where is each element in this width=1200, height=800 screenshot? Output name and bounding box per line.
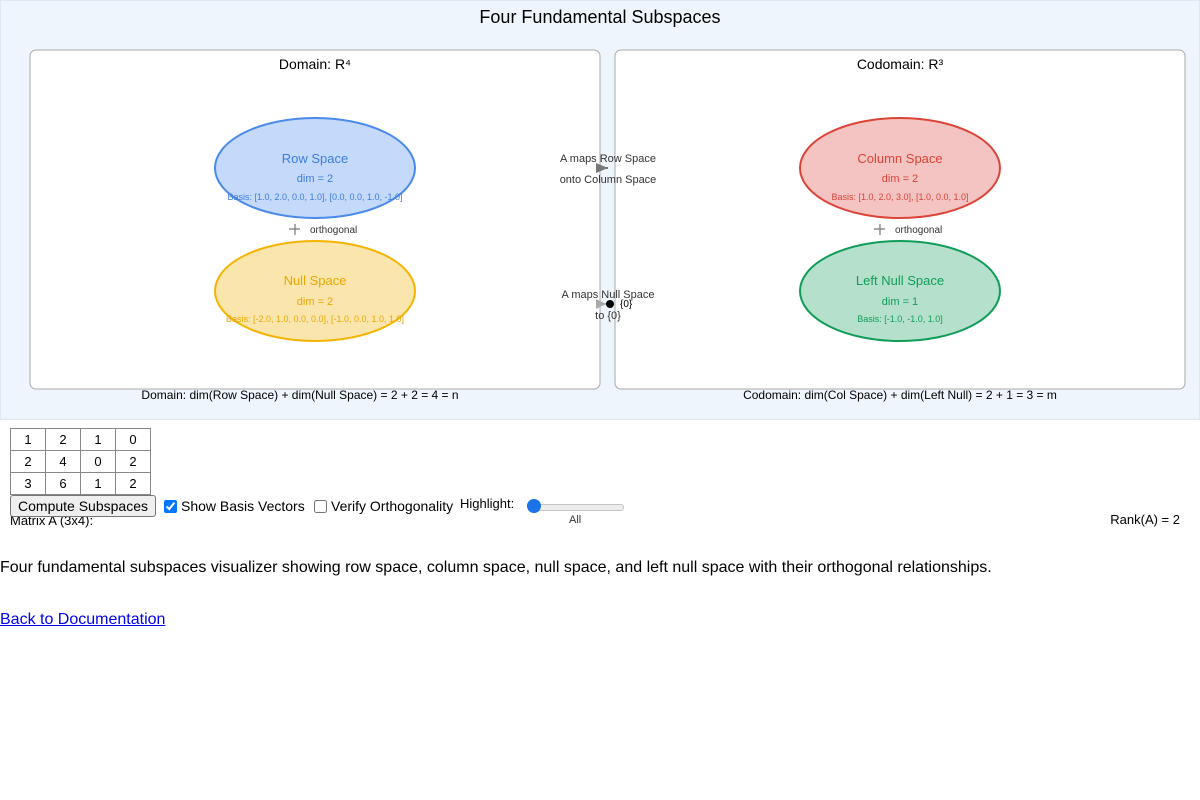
verify-orthogonality-label: Verify Orthogonality [331, 498, 454, 514]
zero-vector-dot [606, 300, 614, 308]
matrix-cell[interactable]: 2 [115, 472, 151, 495]
zero-vector-label: {0} [620, 299, 633, 310]
matrix-row: 3 6 1 2 [10, 472, 151, 495]
left-null-space-ellipse [799, 240, 1001, 342]
column-space-basis: Basis: [1.0, 2.0, 3.0], [1.0, 0.0, 1.0] [831, 192, 968, 202]
row-to-column-label-1: A maps Row Space [560, 153, 656, 165]
domain-label: Domain: R⁴ [279, 56, 351, 72]
matrix-row: 2 4 0 2 [10, 450, 151, 473]
left-null-space-node[interactable]: Left Null Space dim = 1 Basis: [-1.0, -1… [799, 240, 1001, 342]
domain-box [29, 49, 601, 390]
highlight-slider[interactable] [524, 498, 628, 514]
matrix-cell[interactable]: 3 [10, 472, 46, 495]
orthogonal-marker-domain: orthogonal [289, 224, 357, 236]
verify-orthogonality-checkbox[interactable] [314, 499, 327, 513]
column-space-name: Column Space [857, 151, 942, 166]
row-space-dim: dim = 2 [297, 173, 333, 185]
matrix-cell[interactable]: 4 [45, 450, 81, 473]
null-space-dim: dim = 2 [297, 296, 333, 308]
matrix-cell[interactable]: 0 [80, 450, 116, 473]
perpendicular-icon [874, 224, 885, 235]
matrix-cell[interactable]: 1 [80, 428, 116, 451]
compute-subspaces-button[interactable]: Compute Subspaces [10, 495, 156, 517]
codomain-box [614, 49, 1186, 390]
perpendicular-icon [289, 224, 300, 235]
matrix-row: 1 2 1 0 [10, 428, 151, 451]
show-basis-checkbox[interactable] [164, 499, 177, 513]
diagram-title: Four Fundamental Subspaces [479, 7, 720, 27]
arrow-right-icon [596, 299, 606, 309]
codomain-label: Codomain: R³ [857, 56, 944, 72]
slider-thumb[interactable] [527, 499, 541, 513]
matrix-cell[interactable]: 2 [10, 450, 46, 473]
rank-readout: Rank(A) = 2 [1110, 512, 1180, 527]
null-space-node[interactable]: Null Space dim = 2 Basis: [-2.0, 1.0, 0.… [214, 240, 416, 342]
subspace-diagram-panel: Four Fundamental Subspaces Domain: R⁴ Co… [0, 0, 1200, 420]
row-to-column-map: A maps Row Space onto Column Space [560, 153, 657, 186]
left-null-space-basis: Basis: [-1.0, -1.0, 1.0] [857, 314, 943, 324]
row-space-ellipse [214, 117, 416, 219]
orthogonal-label-domain: orthogonal [310, 225, 357, 236]
matrix-cell[interactable]: 6 [45, 472, 81, 495]
row-space-basis: Basis: [1.0, 2.0, 0.0, 1.0], [0.0, 0.0, … [227, 192, 402, 202]
null-to-zero-map: {0} A maps Null Space to {0} [562, 289, 655, 322]
column-space-dim: dim = 2 [882, 173, 918, 185]
row-space-name: Row Space [282, 151, 348, 166]
highlight-label: Highlight: [460, 496, 515, 511]
null-space-ellipse [214, 240, 416, 342]
page-description: Four fundamental subspaces visualizer sh… [0, 559, 992, 576]
subspace-diagram: Four Fundamental Subspaces Domain: R⁴ Co… [0, 0, 1200, 420]
orthogonal-marker-codomain: orthogonal [874, 224, 942, 236]
null-space-basis: Basis: [-2.0, 1.0, 0.0, 0.0], [-1.0, 0.0… [226, 314, 404, 324]
left-null-space-dim: dim = 1 [882, 296, 918, 308]
column-space-ellipse [799, 117, 1001, 219]
codomain-dimension-summary: Codomain: dim(Col Space) + dim(Left Null… [743, 388, 1057, 402]
matrix-cell[interactable]: 1 [80, 472, 116, 495]
matrix-cell[interactable]: 1 [10, 428, 46, 451]
null-to-zero-label-1: A maps Null Space [562, 289, 655, 301]
verify-orthogonality-toggle[interactable]: Verify Orthogonality [314, 498, 453, 514]
back-to-documentation-link[interactable]: Back to Documentation [0, 611, 166, 628]
domain-dimension-summary: Domain: dim(Row Space) + dim(Null Space)… [141, 388, 458, 402]
matrix-cell[interactable]: 2 [45, 428, 81, 451]
highlight-value: All [569, 514, 582, 526]
show-basis-toggle[interactable]: Show Basis Vectors [164, 498, 305, 514]
null-to-zero-label-2: to {0} [595, 310, 621, 322]
orthogonal-label-codomain: orthogonal [895, 225, 942, 236]
slider-track [530, 504, 624, 511]
matrix-cell[interactable]: 0 [115, 428, 151, 451]
left-null-space-name: Left Null Space [856, 273, 944, 288]
matrix-input: 1 2 1 0 2 4 0 2 3 6 1 2 [10, 428, 151, 495]
arrow-right-icon [596, 163, 608, 173]
show-basis-label: Show Basis Vectors [181, 498, 305, 514]
null-space-name: Null Space [284, 273, 347, 288]
column-space-node[interactable]: Column Space dim = 2 Basis: [1.0, 2.0, 3… [799, 117, 1001, 219]
row-to-column-label-2: onto Column Space [560, 174, 657, 186]
row-space-node[interactable]: Row Space dim = 2 Basis: [1.0, 2.0, 0.0,… [214, 117, 416, 219]
matrix-cell[interactable]: 2 [115, 450, 151, 473]
